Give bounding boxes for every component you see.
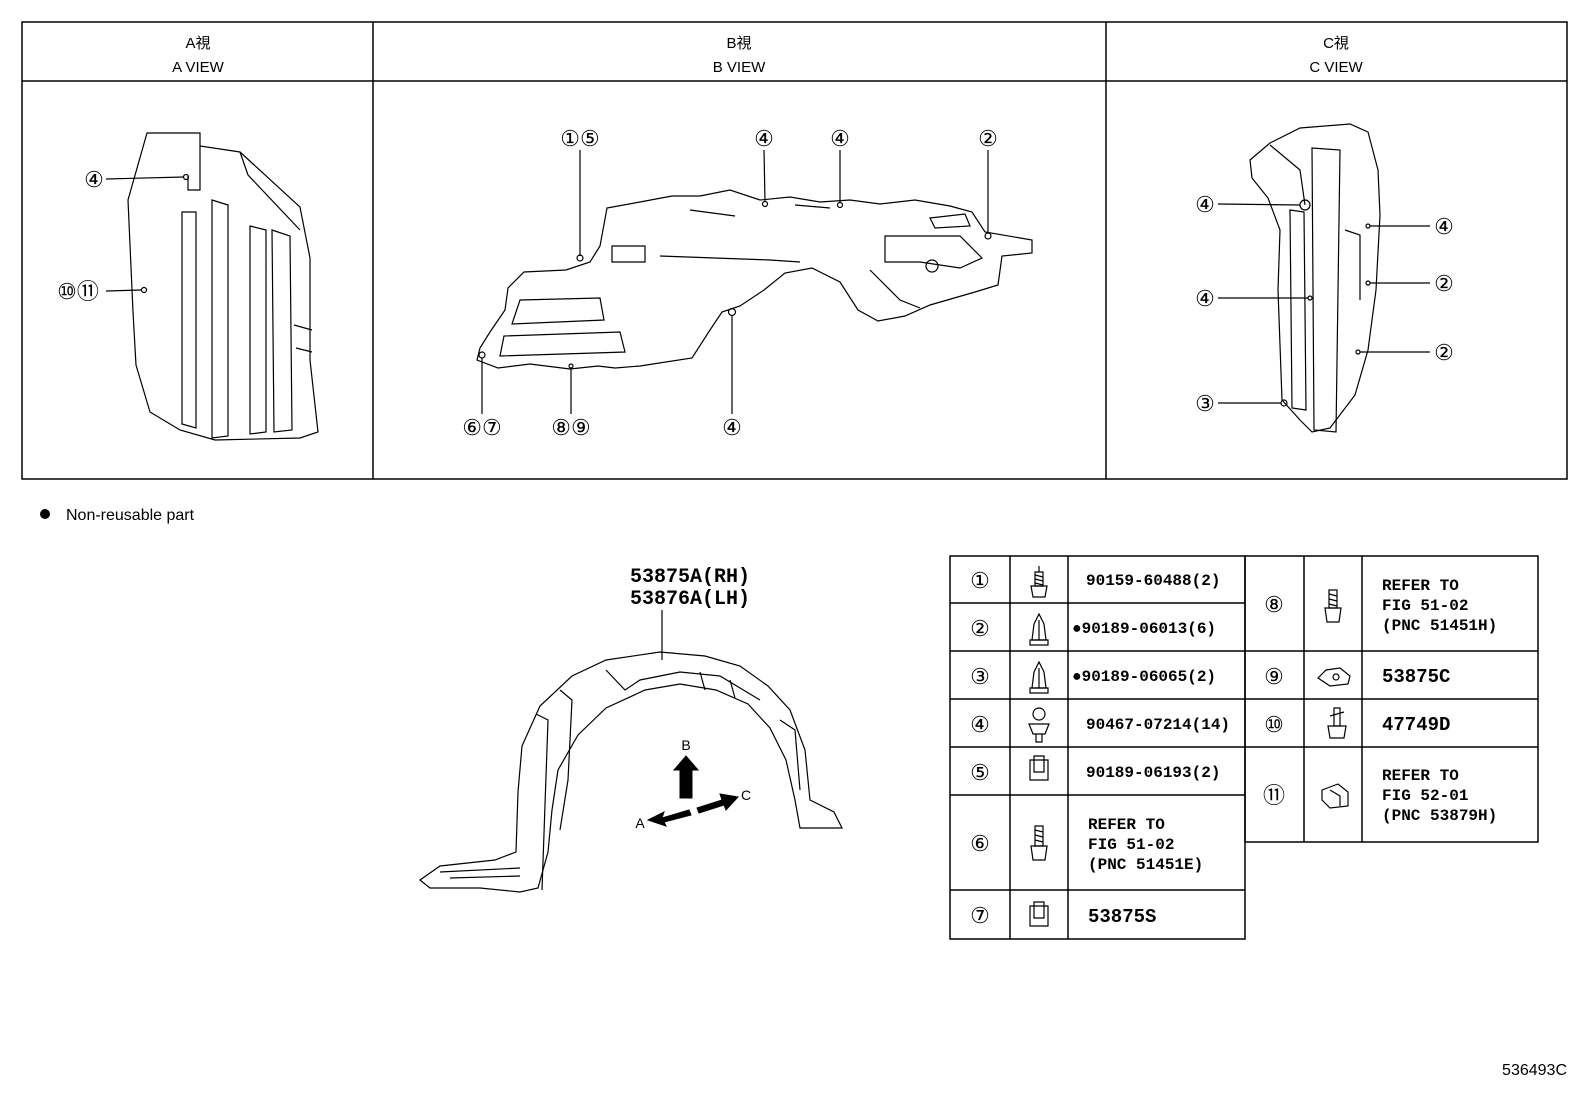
- part-number-rh: 53875A(RH): [630, 566, 750, 589]
- view-a-callouts: ④ ⑩⑪: [57, 167, 104, 304]
- table-row-4-no: ④: [970, 712, 990, 737]
- callout-b-1-5: ①⑤: [560, 126, 599, 151]
- table-row-10-part: 47749D: [1382, 714, 1450, 736]
- table-row-3-no: ③: [970, 664, 990, 689]
- table-row-8-no: ⑧: [1264, 592, 1284, 617]
- table-row-11-line-3: (PNC 53879H): [1382, 807, 1497, 825]
- arrow-label-a: A: [635, 815, 645, 831]
- bolt-icon: [1030, 566, 1048, 598]
- table-row-4-part: 90467-07214(14): [1086, 716, 1230, 734]
- fender-liner-drawing: [418, 651, 843, 893]
- non-reusable-dot-icon: [40, 509, 50, 519]
- table-row-6-line-2: FIG 51-02: [1088, 836, 1174, 854]
- view-b-title-jp: B視: [726, 35, 751, 52]
- table-row-11-line-2: FIG 52-01: [1382, 787, 1468, 805]
- arrow-label-c: C: [741, 787, 751, 803]
- push-rivet-icon: [1028, 707, 1050, 743]
- callout-c-4-right: ④: [1434, 214, 1454, 239]
- table-row-9-part: 53875C: [1382, 666, 1450, 688]
- clip-icon: [1029, 660, 1049, 694]
- view-b-leaders: [481, 149, 989, 414]
- callout-b-6-7: ⑥⑦: [462, 415, 501, 440]
- view-c-title-jp: C視: [1323, 35, 1349, 52]
- view-panels: [21, 21, 1568, 480]
- callout-c-2-upper-right: ②: [1434, 271, 1454, 296]
- callout-c-4-middle-left: ④: [1195, 286, 1215, 311]
- clip-icon: [1029, 612, 1049, 646]
- legend-text: Non-reusable part: [66, 507, 195, 524]
- table-row-3-part: ●90189-06065(2): [1072, 668, 1216, 686]
- table-row-8-line-3: (PNC 51451H): [1382, 617, 1497, 635]
- view-a-title-en: A VIEW: [172, 59, 225, 76]
- arrow-label-b: B: [681, 737, 690, 753]
- table-row-7-part: 53875S: [1088, 906, 1156, 928]
- view-b-title-en: B VIEW: [713, 59, 766, 76]
- parts-table-right-values: REFER TO FIG 51-02 (PNC 51451H) 53875C 4…: [1382, 577, 1497, 825]
- view-a-title-jp: A視: [185, 35, 210, 52]
- view-a-drawing: [127, 132, 319, 441]
- table-row-6-line-3: (PNC 51451E): [1088, 856, 1203, 874]
- fastener-icons: [1028, 566, 1351, 927]
- main-part-label: 53875A(RH) 53876A(LH): [630, 566, 750, 611]
- table-row-5-part: 90189-06193(2): [1086, 764, 1220, 782]
- callout-c-2-lower-right: ②: [1434, 340, 1454, 365]
- figure-id: 536493C: [1502, 1062, 1567, 1079]
- table-row-10-no: ⑩: [1264, 712, 1284, 737]
- callout-a-4: ④: [84, 167, 104, 192]
- parts-table-left-numbers: ① ② ③ ④ ⑤ ⑥ ⑦: [970, 568, 990, 928]
- bolt-icon: [1030, 825, 1048, 861]
- view-c-title-en: C VIEW: [1309, 59, 1363, 76]
- view-b-drawing: [476, 189, 1033, 370]
- parts-table-right: [1244, 555, 1539, 843]
- direction-arrow-labels: B A C: [635, 737, 751, 831]
- parts-table-left: [949, 555, 1246, 940]
- view-b-callouts: ①⑤ ④ ④ ② ⑥⑦ ⑧⑨ ④: [462, 126, 998, 440]
- screw-grommet-icon: [1327, 707, 1347, 739]
- direction-arrows: [646, 755, 739, 827]
- table-row-8-line-1: REFER TO: [1382, 577, 1459, 595]
- arrow-a-icon: [646, 809, 692, 827]
- table-row-8-line-2: FIG 51-02: [1382, 597, 1468, 615]
- parts-table-left-values: 90159-60488(2) ●90189-06013(6) ●90189-06…: [1072, 572, 1230, 928]
- table-row-5-no: ⑤: [970, 760, 990, 785]
- view-headers: A視 A VIEW B視 B VIEW C視 C VIEW: [172, 35, 1363, 76]
- callout-b-8-9: ⑧⑨: [551, 415, 590, 440]
- part-number-lh: 53876A(LH): [630, 588, 750, 611]
- table-row-2-part: ●90189-06013(6): [1072, 620, 1216, 638]
- table-row-2-no: ②: [970, 616, 990, 641]
- callout-c-4-upper-left: ④: [1195, 192, 1215, 217]
- callout-b-2: ②: [978, 126, 998, 151]
- table-row-7-no: ⑦: [970, 903, 990, 928]
- table-row-11-no: ⑪: [1263, 783, 1285, 808]
- view-a-leaders: [105, 176, 185, 292]
- table-row-6-line-1: REFER TO: [1088, 816, 1165, 834]
- parts-table-right-numbers: ⑧ ⑨ ⑩ ⑪: [1263, 592, 1285, 808]
- callout-b-4-top-left: ④: [754, 126, 774, 151]
- table-row-1-no: ①: [970, 568, 990, 593]
- callout-c-3: ③: [1195, 391, 1215, 416]
- table-row-6-no: ⑥: [970, 831, 990, 856]
- nut-clip-icon: [1029, 755, 1049, 781]
- table-row-11-line-1: REFER TO: [1382, 767, 1459, 785]
- retainer-icon: [1317, 667, 1351, 687]
- callout-b-4-bottom: ④: [722, 415, 742, 440]
- callout-b-4-top-right: ④: [830, 126, 850, 151]
- bolt-icon: [1324, 589, 1342, 623]
- view-c-callouts: ④ ④ ② ④ ② ③: [1195, 192, 1454, 416]
- callout-a-10-11: ⑩⑪: [57, 279, 99, 304]
- nut-clip-icon: [1029, 901, 1049, 927]
- view-c-leaders: [1217, 203, 1430, 404]
- table-row-9-no: ⑨: [1264, 664, 1284, 689]
- arrow-b-icon: [672, 755, 700, 799]
- arrow-c-icon: [696, 793, 739, 814]
- view-c-drawing: [1249, 123, 1381, 433]
- table-row-1-part: 90159-60488(2): [1086, 572, 1220, 590]
- bracket-clip-icon: [1321, 783, 1349, 809]
